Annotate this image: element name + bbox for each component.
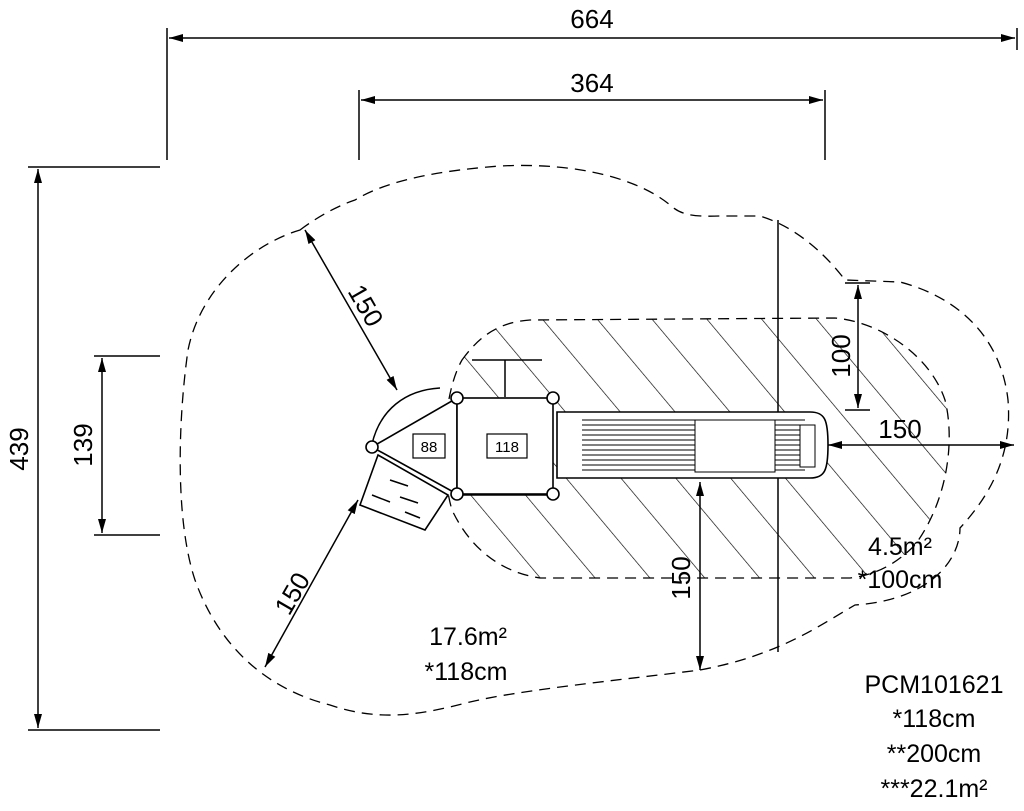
outer-area-label: 17.6m² [429,623,507,651]
dimension-overall-width: 664 [166,4,1018,160]
outer-safety-zone [179,164,1010,716]
svg-text:150: 150 [666,556,696,599]
svg-text:150: 150 [342,279,390,332]
play-structure: 88 118 [358,359,829,531]
slide-fall-height-label: *100cm [858,566,943,594]
dimension-structure-width: 364 [358,68,826,160]
product-info: PCM101621 *118cm **200cm ***22.1m² [865,671,1004,803]
svg-text:439: 439 [4,427,34,470]
svg-text:*118cm: *118cm [893,705,976,733]
dimension-clearance-upper-left: 150 [304,229,398,391]
small-platform-height-box [412,433,446,459]
dimension-overall-depth: 439 [4,166,160,731]
large-platform-height: 118 [495,439,519,456]
dimension-slide-offset: 100 [826,282,870,411]
dimension-clearance-lower-left: 150 [264,499,359,668]
svg-text:PCM101621: PCM101621 [865,671,1004,699]
dimension-clearance-bottom: 150 [666,482,704,670]
svg-text:***22.1m²: ***22.1m² [881,775,988,803]
outer-fall-height-label: *118cm [425,658,508,686]
svg-text:100: 100 [826,334,856,377]
dimension-clearance-right: 150 [828,414,1014,449]
dimension-structure-depth: 139 [68,355,160,536]
svg-text:150: 150 [268,567,316,620]
svg-text:664: 664 [570,4,613,34]
svg-text:150: 150 [878,414,921,444]
svg-text:**200cm: **200cm [887,740,982,768]
slide-area-label: 4.5m² [868,533,932,561]
small-platform-height: 88 [421,439,438,456]
large-platform-height-box [486,433,528,459]
svg-text:139: 139 [68,423,98,466]
svg-text:364: 364 [570,68,613,98]
